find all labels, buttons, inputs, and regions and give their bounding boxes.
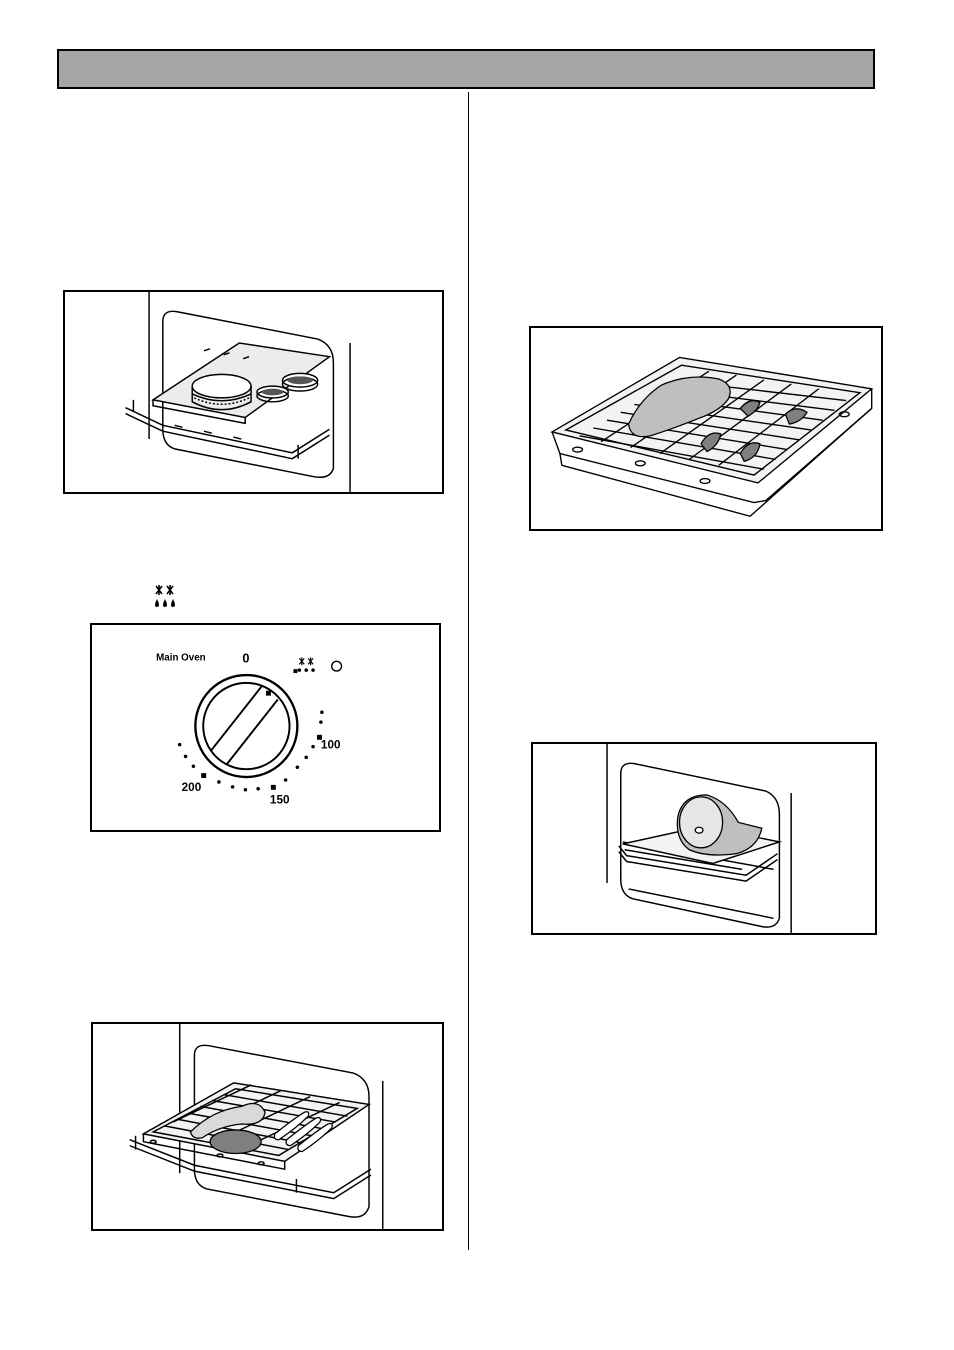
dial-defrost-icon <box>299 657 313 665</box>
grill-pan-fish-prawns-illustration <box>531 328 881 529</box>
dial-mark-150: 150 <box>270 794 290 807</box>
oven-grill-chops-sausages-illustration <box>93 1024 442 1229</box>
section-header-bar <box>57 49 875 89</box>
figure-oven-baking <box>63 290 444 494</box>
figure-control-dial: Main Oven 0 100 150 200 <box>90 623 441 832</box>
figure-oven-roast <box>531 742 877 935</box>
dial-mark-200: 200 <box>182 781 202 794</box>
oven-control-dial[interactable]: Main Oven 0 100 150 200 <box>92 625 439 830</box>
column-divider <box>468 92 469 1250</box>
figure-oven-grill-meats <box>91 1022 444 1231</box>
oven-baking-tray-cake-illustration <box>65 292 442 492</box>
oven-roast-joint-illustration <box>533 744 875 933</box>
dial-mark-zero: 0 <box>242 650 249 665</box>
defrost-snowflake-drops-icon <box>152 584 178 610</box>
figure-grill-pan-fish <box>529 326 883 531</box>
dial-label: Main Oven <box>156 652 206 663</box>
dial-mark-100: 100 <box>321 739 341 752</box>
oven-indicator-light <box>332 661 342 671</box>
dial-knob-face <box>203 683 289 769</box>
